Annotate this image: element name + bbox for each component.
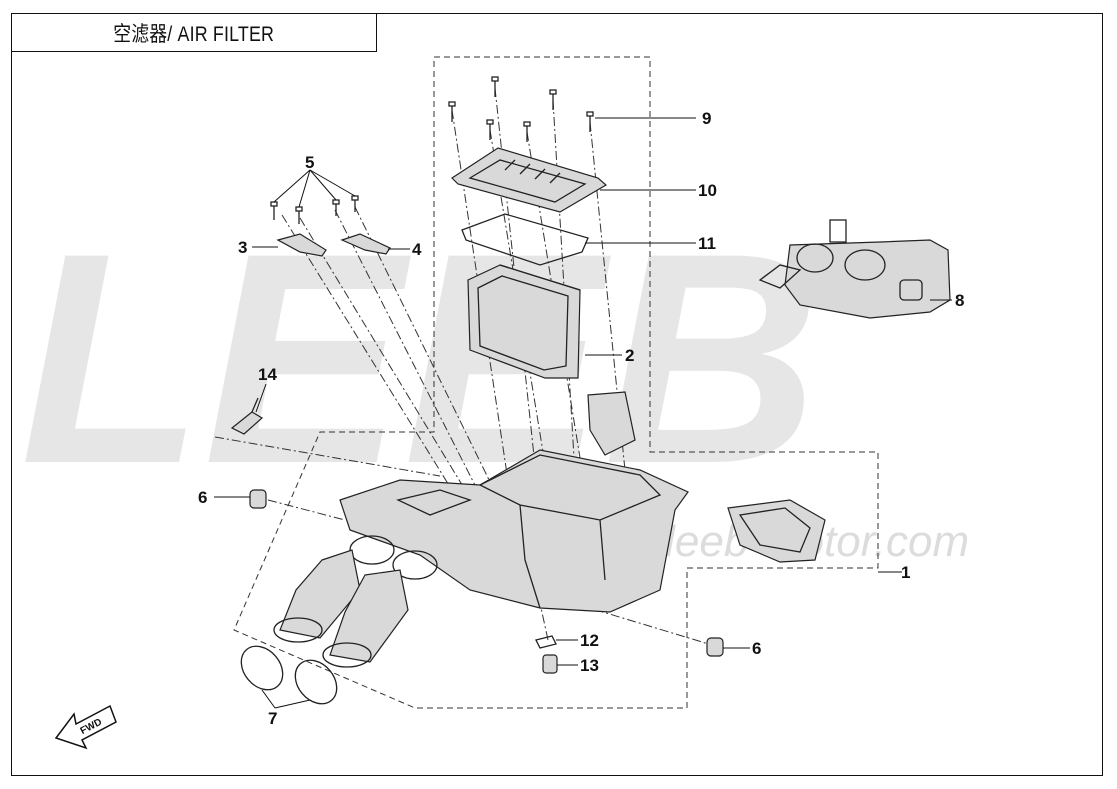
- gasket-11: [461, 213, 589, 266]
- plug-13: [542, 654, 558, 674]
- callout-13: 13: [580, 656, 599, 675]
- grommet-6-right: [706, 637, 724, 657]
- filter-element-2: [467, 264, 581, 379]
- throttle-body-8: [758, 219, 951, 319]
- sensor-14: [230, 397, 264, 435]
- page-frame: [11, 13, 1103, 776]
- callout-4: 4: [412, 240, 422, 259]
- callout-14: 14: [258, 365, 277, 384]
- callout-5: 5: [305, 153, 314, 172]
- callout-2: 2: [625, 346, 634, 365]
- callout-7: 7: [268, 709, 277, 728]
- callout-10: 10: [698, 181, 717, 200]
- inlet-duct: [727, 499, 826, 563]
- clamps-7: [240, 645, 338, 705]
- clip-12: [535, 635, 557, 649]
- callout-8: 8: [955, 291, 964, 310]
- bracket-3: [276, 233, 327, 257]
- callout-1: 1: [901, 563, 910, 582]
- fwd-arrow-icon: FWD: [54, 704, 117, 750]
- cover-plate-10: [451, 147, 608, 213]
- airbox-housing-1: [339, 449, 689, 613]
- callout-6-left: 6: [198, 488, 207, 507]
- bolt-group-9: [448, 76, 594, 142]
- page-title: 空滤器/ AIR FILTER: [113, 22, 275, 46]
- watermark-logo: LEEB: [20, 190, 820, 526]
- callout-11: 11: [698, 234, 716, 253]
- callout-12: 12: [580, 631, 599, 650]
- intake-boots: [273, 549, 409, 668]
- title-box: 空滤器/ AIR FILTER: [11, 13, 377, 52]
- callout-9: 9: [702, 109, 711, 128]
- duct-insert: [587, 391, 636, 456]
- grommet-6-left: [249, 489, 267, 509]
- bracket-4: [340, 233, 391, 255]
- callout-3: 3: [238, 238, 247, 257]
- callout-6-right: 6: [752, 639, 761, 658]
- leader-lines: [214, 117, 952, 709]
- assembly-boundary-1: [233, 56, 879, 709]
